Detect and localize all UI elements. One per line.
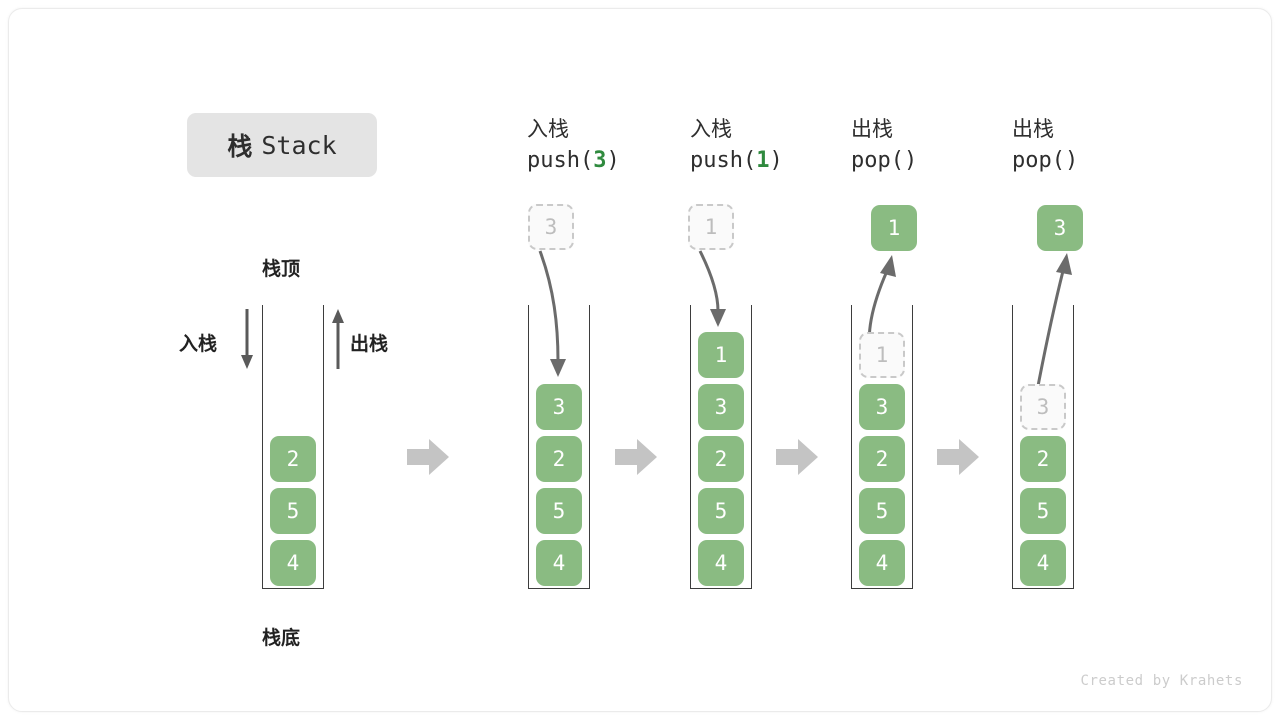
stack-cell: 5: [698, 488, 744, 534]
pop-direction-arrow-icon: [332, 309, 344, 369]
removed-ghost-cell: 3: [1020, 384, 1066, 430]
stack-cell: 3: [859, 384, 905, 430]
stack-cell: 3: [698, 384, 744, 430]
push-direction-arrow-icon: [241, 309, 253, 369]
stack-cell: 4: [270, 540, 316, 586]
stack-slots-pop-2: 4 5 2 3: [1012, 384, 1074, 586]
stage-header-push-3: 入栈 push(3): [527, 115, 677, 177]
stack-rail-right: [1073, 305, 1074, 589]
diagram-canvas: 栈 Stack 栈顶 栈底 入栈 出栈 4 5 2 入栈 push(3) 3: [8, 8, 1272, 712]
diagram-title-chip: 栈 Stack: [187, 113, 377, 177]
stack-rail-left: [851, 305, 852, 589]
code-suffix: ): [769, 148, 783, 173]
code-suffix: ): [903, 148, 918, 173]
stack-rail-right: [751, 305, 752, 589]
watermark-credit: Created by Krahets: [1080, 673, 1243, 689]
stage-header-cjk: 入栈: [690, 118, 732, 141]
stack-cell: 4: [1020, 540, 1066, 586]
diagram-title-cjk: 栈: [227, 133, 253, 161]
popped-cell: 1: [871, 205, 917, 251]
stack-rail-right: [323, 305, 324, 589]
stage-header-code: pop(): [1012, 145, 1162, 177]
stack-cell: 4: [859, 540, 905, 586]
code-suffix: ): [606, 148, 620, 173]
push-direction-label: 入栈: [179, 334, 218, 355]
stack-floor: [1012, 588, 1074, 589]
stage-header-pop-1: 出栈 pop(): [851, 115, 1001, 177]
code-arg: 1: [756, 148, 770, 173]
code-prefix: pop(: [1012, 148, 1065, 173]
code-prefix: pop(: [851, 148, 904, 173]
diagram-title-latin: Stack: [261, 130, 337, 160]
stack-cell: 5: [1020, 488, 1066, 534]
stage-header-code: push(1): [690, 145, 840, 177]
stack-column-push-1: 4 5 2 3 1: [690, 305, 752, 589]
stage-header-pop-2: 出栈 pop(): [1012, 115, 1162, 177]
stack-slots-push-3: 4 5 2 3: [528, 384, 590, 586]
flow-arrow-icon: [937, 439, 979, 475]
stack-cell: 5: [270, 488, 316, 534]
push-curve-arrow-icon: [698, 250, 726, 327]
removed-ghost-cell: 1: [859, 332, 905, 378]
stack-cell: 1: [698, 332, 744, 378]
stack-floor: [690, 588, 752, 589]
code-prefix: push(: [690, 148, 757, 173]
stack-column-pop-1: 4 5 2 3 1: [851, 305, 913, 589]
stack-floor: [851, 588, 913, 589]
stage-header-cjk: 出栈: [1012, 118, 1054, 141]
code-suffix: ): [1064, 148, 1079, 173]
stage-header-cjk: 出栈: [851, 118, 893, 141]
code-prefix: push(: [527, 148, 594, 173]
stack-rail-right: [589, 305, 590, 589]
stack-rail-left: [690, 305, 691, 589]
stack-top-label: 栈顶: [262, 259, 301, 280]
stack-cell: 2: [270, 436, 316, 482]
push-curve-arrow-icon: [538, 250, 566, 377]
incoming-ghost-cell: 3: [528, 204, 574, 250]
stack-column-pop-2: 4 5 2 3: [1012, 305, 1074, 589]
stage-header-code: push(3): [527, 145, 677, 177]
stack-column-push-3: 4 5 2 3: [528, 305, 590, 589]
popped-cell: 3: [1037, 205, 1083, 251]
stack-cell: 4: [536, 540, 582, 586]
stack-rail-left: [528, 305, 529, 589]
stack-rail-left: [1012, 305, 1013, 589]
stack-cell: 2: [859, 436, 905, 482]
stack-bottom-label: 栈底: [262, 628, 301, 649]
pop-direction-label: 出栈: [350, 334, 389, 355]
stack-cell: 5: [536, 488, 582, 534]
stack-rail-right: [912, 305, 913, 589]
stage-header-cjk: 入栈: [527, 118, 569, 141]
stage-header-push-1: 入栈 push(1): [690, 115, 840, 177]
stack-cell: 3: [536, 384, 582, 430]
stack-column-initial: 4 5 2: [262, 305, 324, 589]
incoming-ghost-cell: 1: [688, 204, 734, 250]
stack-cell: 4: [698, 540, 744, 586]
stack-slots-pop-1: 4 5 2 3 1: [851, 332, 913, 586]
stack-cell: 2: [536, 436, 582, 482]
flow-arrow-icon: [615, 439, 657, 475]
code-arg: 3: [593, 148, 607, 173]
stack-cell: 5: [859, 488, 905, 534]
flow-arrow-icon: [407, 439, 449, 475]
stage-header-code: pop(): [851, 145, 1001, 177]
stack-floor: [262, 588, 324, 589]
stack-slots-push-1: 4 5 2 3 1: [690, 332, 752, 586]
stack-floor: [528, 588, 590, 589]
stack-rail-left: [262, 305, 263, 589]
stack-slots-initial: 4 5 2: [262, 436, 324, 586]
stack-cell: 2: [698, 436, 744, 482]
flow-arrow-icon: [776, 439, 818, 475]
stack-cell: 2: [1020, 436, 1066, 482]
